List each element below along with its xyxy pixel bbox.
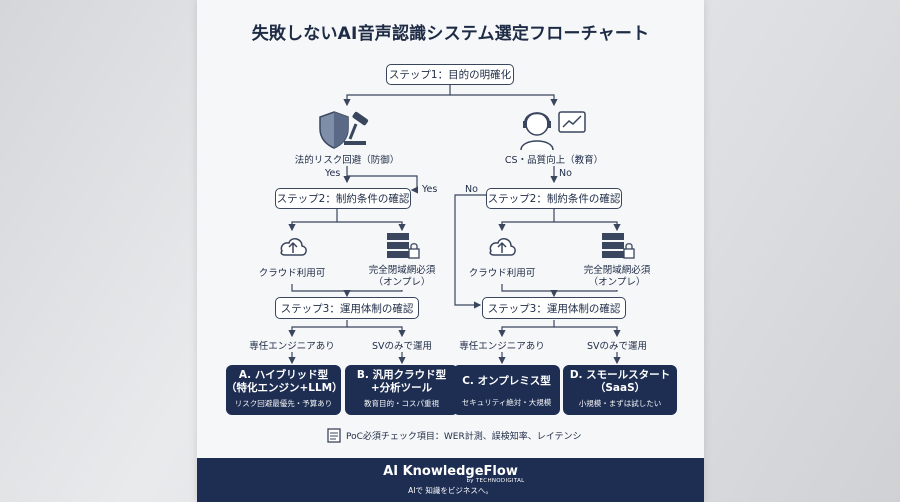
purpose-right-label: CS・品質向上（教育） (504, 155, 604, 166)
engineer-left-label: 専任エンジニアあり (249, 341, 335, 352)
step2-right-box: ステップ2：制約条件の確認 (486, 188, 622, 209)
onprem-left-label: 完全閉域網必須 （オンプレ） (368, 265, 436, 288)
result-a-subtitle: リスク回避最優先・予算あり (234, 399, 333, 408)
poc-checklist: PoC必須チェック項目：WER計測、誤検知率、レイテンシ (327, 427, 582, 443)
cloud-left-label: クラウド利用可 (258, 268, 326, 279)
no-left-label: No (465, 184, 478, 195)
support-agent-icon (515, 106, 589, 156)
result-a-title: A. ハイブリッド型 （特化エンジン+LLM） (226, 369, 343, 394)
result-a-card: A. ハイブリッド型 （特化エンジン+LLM） リスク回避最優先・予算あり (226, 365, 343, 415)
cloud-upload-icon (277, 233, 309, 263)
result-c-subtitle: セキュリティ絶対・大規模 (461, 398, 552, 407)
result-d-card: D. スモールスタート （SaaS） 小規模・まずは試したい (563, 365, 677, 415)
result-c-card: C. オンプレミス型 セキュリティ絶対・大規模 (453, 365, 560, 415)
onprem-right-label: 完全閉域網必須 （オンプレ） (583, 265, 651, 288)
step1-box: ステップ1：目的の明確化 (386, 64, 514, 85)
footer-banner: AI KnowledgeFlow by TECHNODIGITAL AIで 知識… (197, 458, 704, 502)
checklist-icon (327, 428, 341, 443)
connector-lines (288, 84, 621, 365)
engineer-right-label: 専任エンジニアあり (459, 341, 545, 352)
yes-right-label: Yes (422, 184, 438, 195)
brand-by: by TECHNODIGITAL (466, 478, 525, 484)
result-c-title: C. オンプレミス型 (462, 375, 551, 387)
result-d-subtitle: 小規模・まずは試したい (578, 399, 662, 408)
no-right-label: No (559, 168, 572, 179)
yes-left-label: Yes (325, 168, 341, 179)
sv-left-label: SVのみで運用 (371, 341, 433, 352)
server-lock-icon (600, 231, 636, 265)
step2-left-box: ステップ2：制約条件の確認 (275, 188, 411, 209)
sv-right-label: SVのみで運用 (586, 341, 648, 352)
result-b-subtitle: 教育目的・コスパ重視 (364, 399, 439, 408)
purpose-left-label: 法的リスク回避（防御） (294, 155, 400, 166)
result-d-title: D. スモールスタート （SaaS） (569, 369, 671, 394)
brand-name: AI KnowledgeFlow (383, 464, 518, 479)
brand-tagline: AIで 知識をビジネスへ。 (408, 486, 493, 495)
flowchart-page: 失敗しないAI音声認識システム選定フローチャート (197, 0, 704, 502)
poc-text: PoC必須チェック項目：WER計測、誤検知率、レイテンシ (346, 431, 582, 442)
step3-right-box: ステップ3：運用体制の確認 (482, 297, 626, 319)
result-b-card: B. 汎用クラウド型 +分析ツール 教育目的・コスパ重視 (345, 365, 458, 415)
cloud-right-label: クラウド利用可 (468, 268, 536, 279)
page-title: 失敗しないAI音声認識システム選定フローチャート (251, 24, 650, 44)
result-b-title: B. 汎用クラウド型 +分析ツール (356, 369, 447, 394)
shield-gavel-icon (314, 109, 376, 155)
cloud-upload-icon (486, 233, 518, 263)
server-lock-icon (385, 231, 421, 265)
step3-left-box: ステップ3：運用体制の確認 (275, 297, 419, 319)
